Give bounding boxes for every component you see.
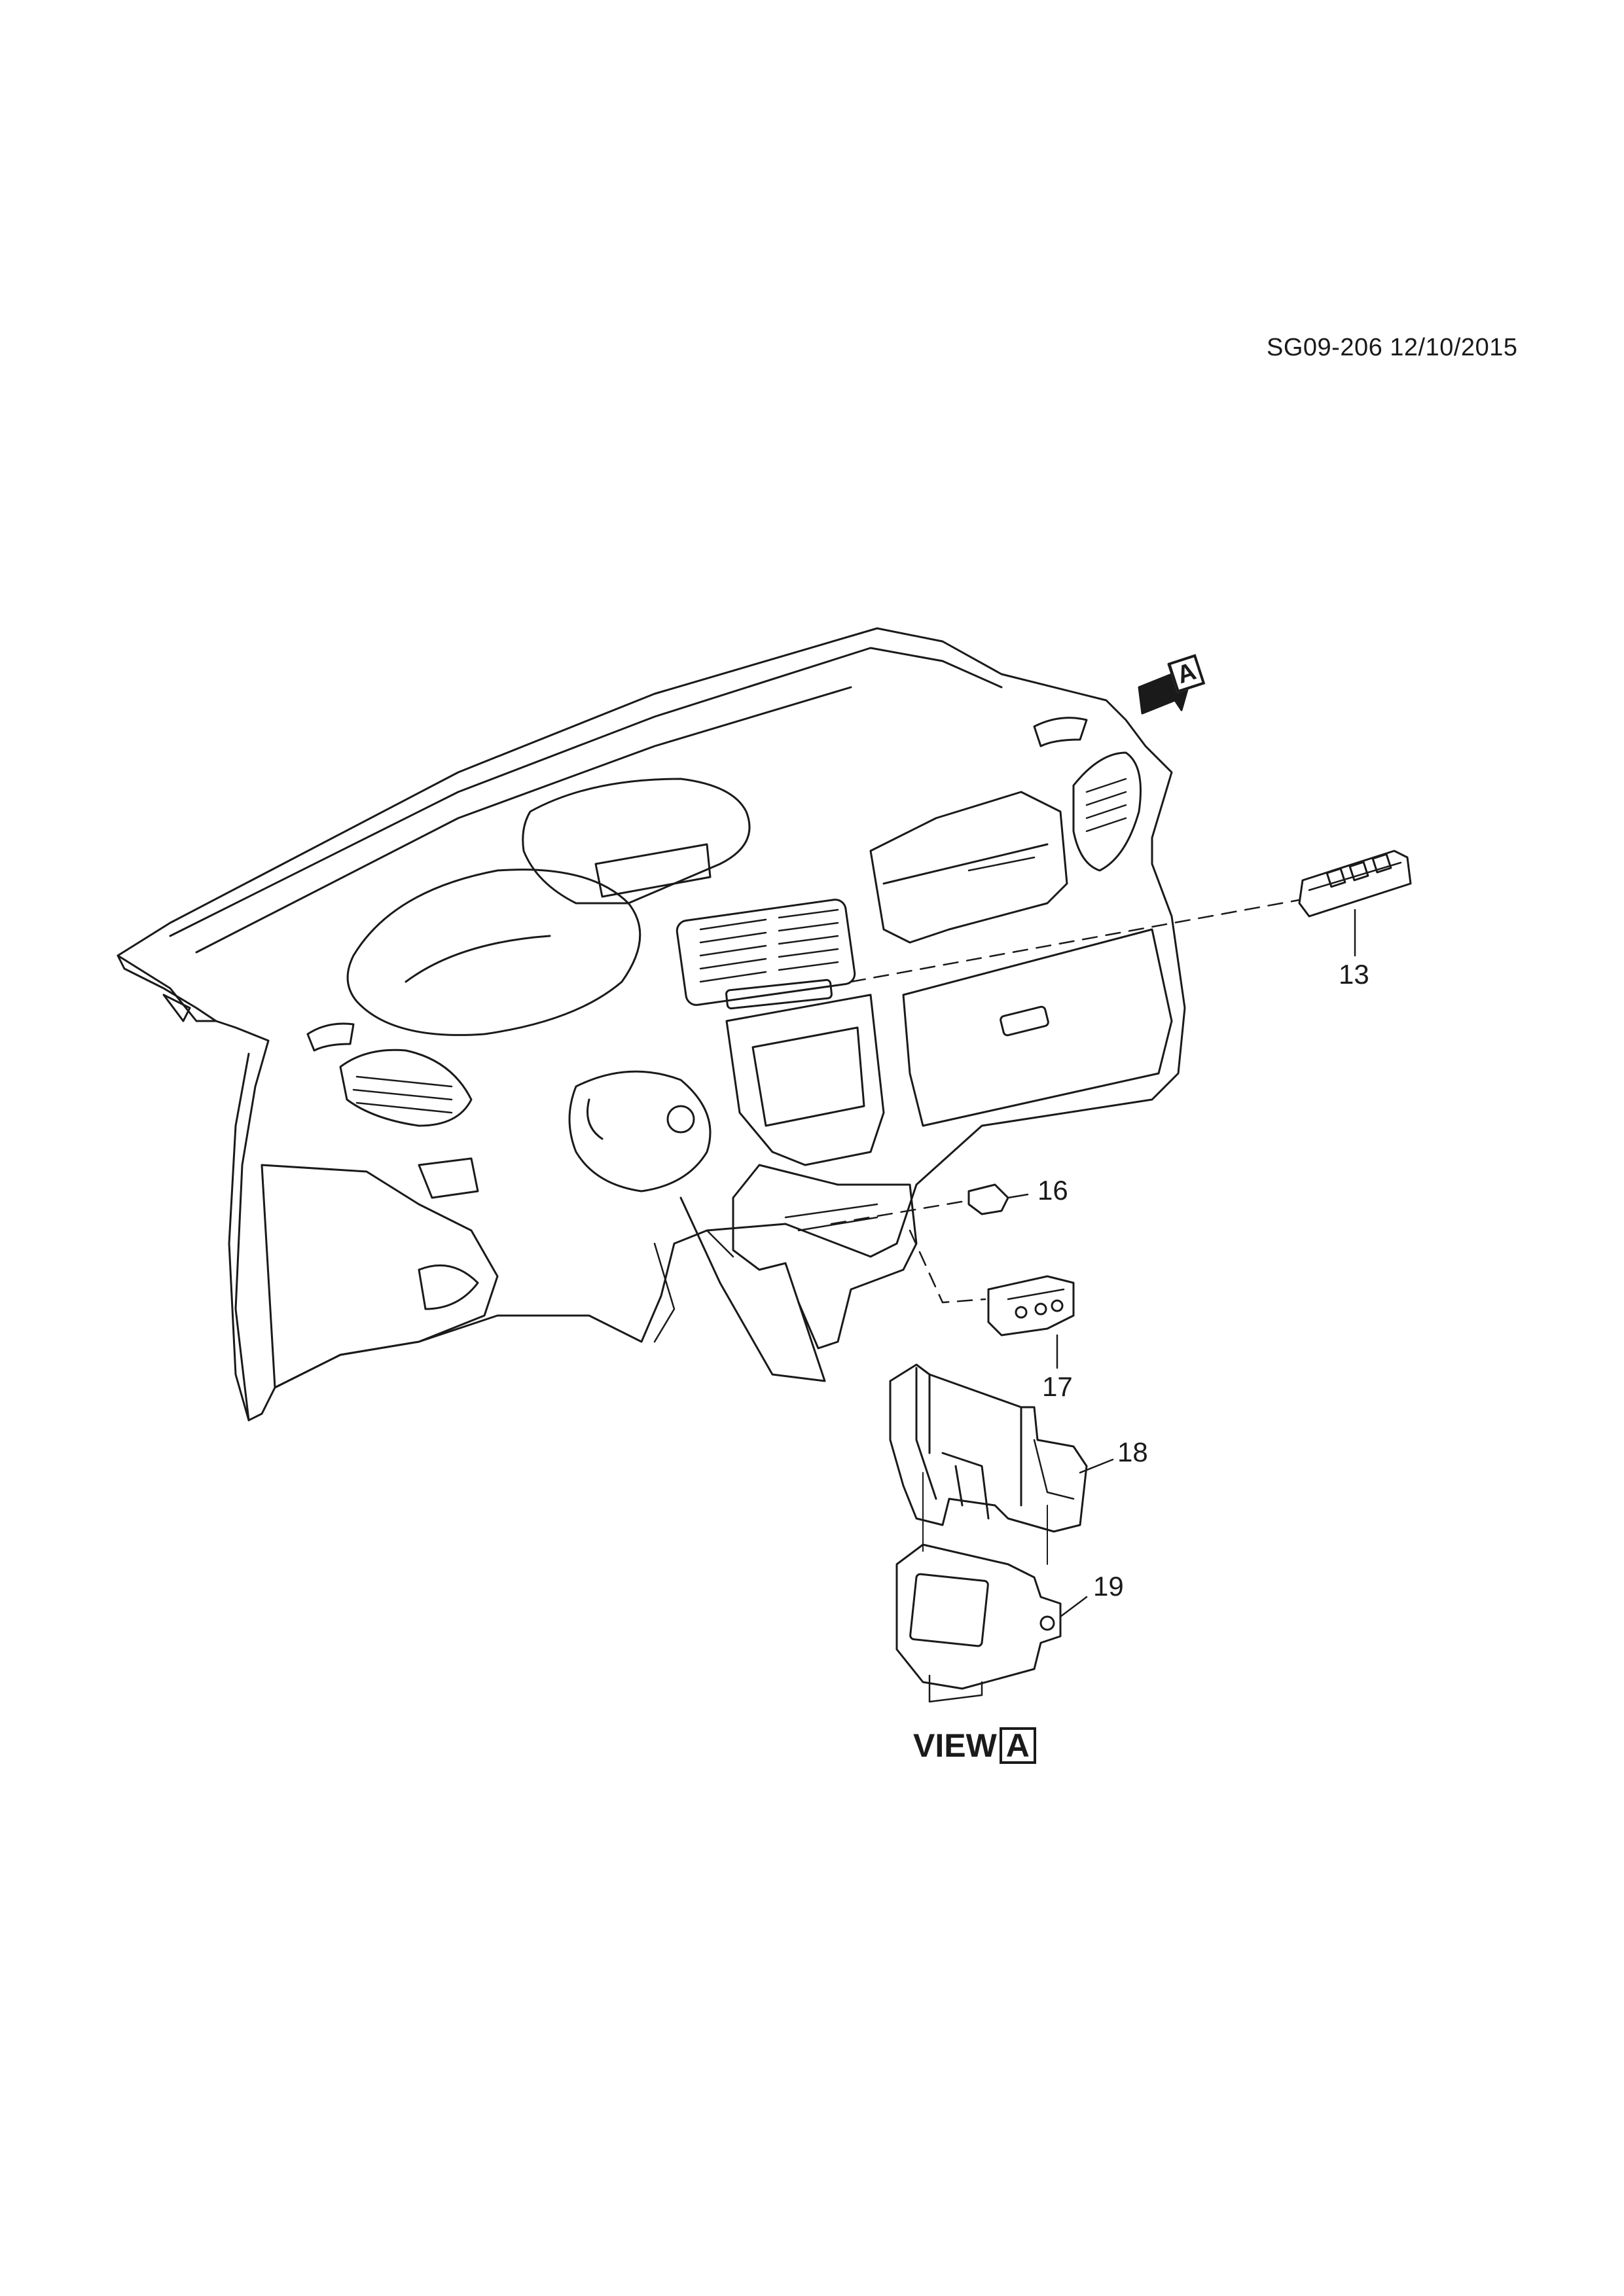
part-19-module: [895, 1543, 1088, 1703]
part-18-bracket: [889, 1363, 1114, 1565]
part-16-switch: [967, 1183, 1029, 1215]
view-label: VIEW A: [913, 1727, 1036, 1765]
leader-17: [909, 1229, 986, 1304]
view-label-prefix: VIEW: [913, 1727, 997, 1764]
callout-19: 19: [1093, 1571, 1124, 1602]
document-id: SG09-206 12/10/2015: [1267, 334, 1518, 361]
callout-18: 18: [1117, 1437, 1148, 1467]
leader-16: [830, 1200, 967, 1225]
instrument-panel: [117, 627, 1186, 1422]
callout-13: 13: [1339, 959, 1369, 990]
callout-17: 17: [1042, 1371, 1073, 1402]
part-13-switch: [1298, 850, 1412, 957]
view-label-letter: A: [999, 1727, 1036, 1764]
part-17-switch: [987, 1275, 1075, 1369]
callout-16: 16: [1038, 1175, 1068, 1206]
leader-13: [850, 899, 1301, 983]
